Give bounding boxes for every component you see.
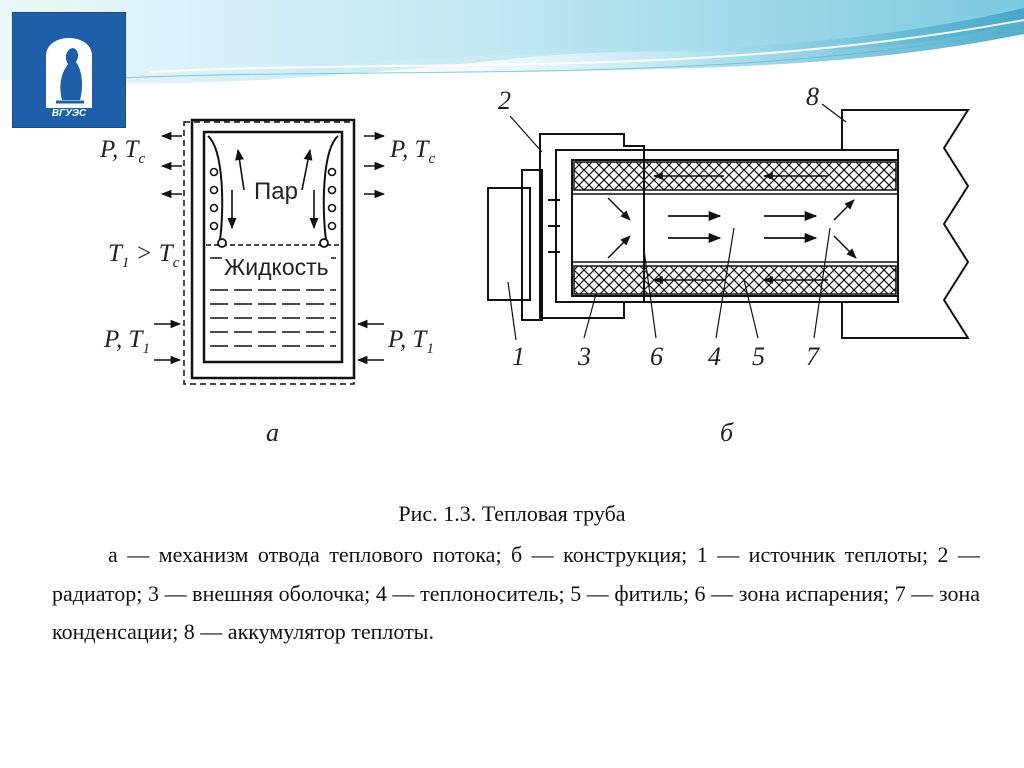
label-bottom-left: P, T1 — [104, 326, 150, 358]
callout-4: 4 — [708, 342, 721, 371]
label-temperature-condition-rest: > T — [129, 240, 173, 267]
callout-6: 6 — [650, 342, 663, 371]
label-top-left-sub: с — [138, 151, 146, 167]
label-b: б — [720, 418, 734, 447]
label-bottom-right-sub: 1 — [426, 341, 434, 357]
label-temperature-condition: T1 > Tс — [108, 240, 179, 272]
callout-7: 7 — [806, 342, 819, 371]
logo-text: ВГУЭС — [52, 108, 87, 119]
diagram-b — [487, 103, 970, 341]
figure-caption-title: Рис. 1.3. Тепловая труба — [398, 501, 626, 526]
callout-3: 3 — [578, 342, 591, 371]
label-top-left: P, Tс — [100, 136, 145, 168]
callout-2: 2 — [498, 86, 511, 115]
label-liquid: Жидкость — [222, 254, 331, 281]
label-top-right-sub: с — [428, 151, 436, 167]
label-bottom-left-text: P, T — [104, 326, 143, 353]
callout-8: 8 — [806, 82, 819, 111]
logo-emblem-icon: ВГУЭС — [46, 38, 92, 119]
label-temperature-condition-t1: T — [108, 240, 122, 267]
heat-pipe-figure: а P, Tс P, Tс T1 > Tс P, T1 P, T1 Пар Жи… — [84, 80, 1004, 460]
label-top-left-text: P, T — [100, 136, 139, 163]
callout-5: 5 — [752, 342, 765, 371]
callout-1: 1 — [512, 342, 525, 371]
header-wave-decoration — [0, 0, 1024, 84]
label-temperature-condition-sub1: 1 — [121, 255, 130, 271]
label-top-right: P, Tс — [390, 136, 435, 168]
label-bottom-left-sub: 1 — [142, 341, 150, 357]
diagram-a — [154, 118, 386, 385]
label-bottom-right-text: P, T — [388, 326, 427, 353]
heat-pipe-diagram — [154, 103, 970, 385]
label-vapor: Пар — [254, 178, 298, 205]
label-bottom-right: P, T1 — [388, 326, 434, 358]
label-a: а — [266, 418, 279, 447]
label-top-right-text: P, T — [390, 136, 429, 163]
label-temperature-condition-sub2: с — [172, 255, 180, 271]
figure-caption-body: а — механизм отвода теплового потока; б … — [52, 542, 980, 644]
university-logo: ВГУЭС — [12, 12, 126, 128]
